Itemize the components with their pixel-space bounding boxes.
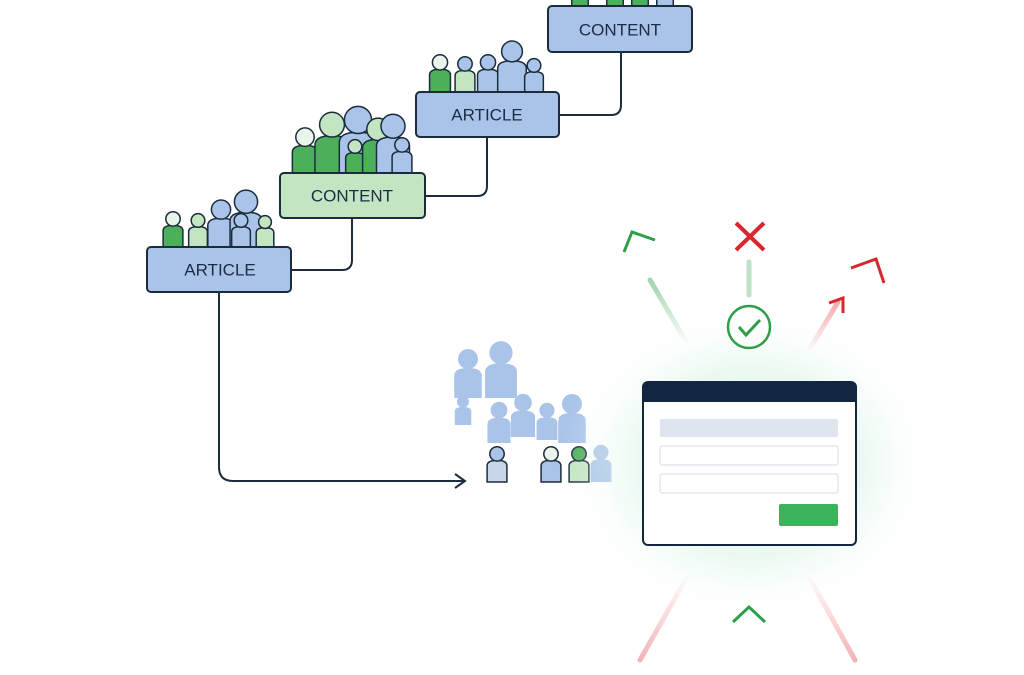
step-article-2: ARTICLE bbox=[415, 91, 560, 138]
person-icon bbox=[476, 54, 500, 93]
person-icon bbox=[486, 445, 508, 483]
form-input-1[interactable] bbox=[659, 445, 839, 466]
person-icon bbox=[656, 0, 674, 7]
person-icon bbox=[496, 40, 528, 93]
check-circle-icon bbox=[726, 304, 772, 350]
form-submit-button[interactable] bbox=[779, 504, 838, 526]
step-content-1: CONTENT bbox=[279, 172, 426, 219]
person-icon bbox=[428, 54, 452, 93]
x-mark-icon bbox=[734, 221, 766, 252]
connector-1-2 bbox=[291, 218, 353, 271]
form-header bbox=[643, 382, 856, 402]
person-icon bbox=[454, 349, 482, 398]
step-label: CONTENT bbox=[311, 186, 393, 205]
person-icon bbox=[454, 55, 476, 93]
person-icon bbox=[510, 393, 536, 437]
chevron-up-green-icon bbox=[622, 230, 656, 253]
person-icon bbox=[540, 445, 562, 483]
person-icon bbox=[487, 401, 511, 443]
step-label: CONTENT bbox=[579, 20, 661, 39]
arrow-up-green-icon bbox=[731, 604, 767, 624]
step-label: ARTICLE bbox=[451, 105, 523, 124]
person-icon bbox=[391, 136, 413, 174]
person-icon bbox=[291, 127, 319, 174]
person-icon bbox=[344, 138, 366, 174]
form-input-2[interactable] bbox=[659, 473, 839, 494]
rays bbox=[637, 259, 858, 673]
arrow-up-red-icon bbox=[828, 295, 845, 313]
arrow-head-icon bbox=[454, 473, 467, 489]
person-icon bbox=[162, 210, 184, 248]
connector-2-3 bbox=[425, 137, 488, 197]
person-icon bbox=[606, 0, 624, 7]
person-icon bbox=[230, 212, 252, 248]
connector-3-4 bbox=[559, 52, 622, 116]
person-icon bbox=[631, 0, 649, 7]
connectors bbox=[218, 52, 622, 489]
step-article-1: ARTICLE bbox=[146, 246, 292, 293]
person-icon bbox=[454, 395, 472, 425]
person-icon bbox=[207, 199, 235, 248]
flow-arrow bbox=[218, 292, 464, 482]
person-icon bbox=[187, 212, 209, 248]
person-icon bbox=[536, 402, 558, 440]
form-window bbox=[642, 381, 857, 546]
step-label: ARTICLE bbox=[184, 260, 256, 279]
person-icon bbox=[255, 214, 275, 248]
step-content-2: CONTENT bbox=[547, 5, 693, 53]
person-icon bbox=[485, 341, 517, 398]
chevron-up-red-icon bbox=[850, 257, 886, 284]
person-icon bbox=[571, 0, 589, 7]
person-icon bbox=[523, 57, 545, 93]
form-title-bar bbox=[660, 419, 838, 437]
